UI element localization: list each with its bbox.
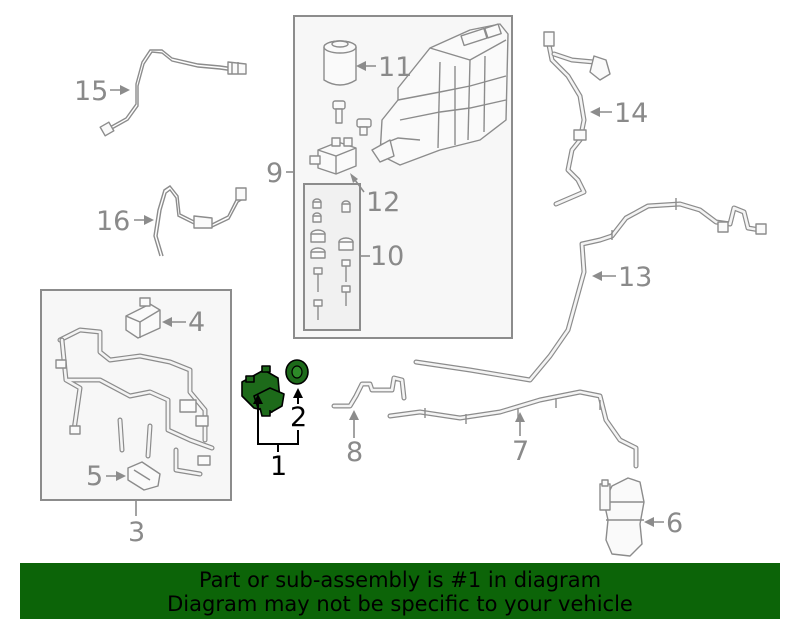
part-1-assembly[interactable] — [241, 365, 285, 417]
part-16-sensor[interactable] — [153, 185, 247, 257]
callout-13[interactable]: 13 — [618, 262, 652, 293]
part-5-connector[interactable] — [127, 461, 161, 491]
part-10-hardware[interactable] — [310, 198, 354, 320]
small-fittings — [332, 100, 372, 136]
part-13-line[interactable] — [413, 198, 767, 383]
part-2-seal[interactable] — [285, 359, 309, 385]
part-15-sensor[interactable] — [99, 49, 247, 137]
banner-line-2: Diagram may not be specific to your vehi… — [167, 592, 633, 616]
part-3-harness[interactable] — [55, 327, 215, 477]
parts-diagram: 1 2 3 4 5 6 7 8 9 10 11 12 13 14 15 16 — [40, 15, 767, 557]
callout-4[interactable]: 4 — [188, 307, 205, 338]
info-banner: Part or sub-assembly is #1 in diagram Di… — [20, 563, 780, 619]
part-14-hose[interactable] — [543, 31, 611, 207]
callout-11[interactable]: 11 — [378, 52, 412, 83]
callout-9[interactable]: 9 — [266, 158, 283, 189]
part-7-tube[interactable] — [387, 389, 639, 469]
part-11-cap[interactable] — [323, 40, 357, 86]
callout-3[interactable]: 3 — [128, 517, 145, 548]
callout-8[interactable]: 8 — [346, 437, 363, 468]
callout-14[interactable]: 14 — [614, 98, 648, 129]
part-9-canister[interactable] — [371, 23, 509, 166]
callout-7[interactable]: 7 — [512, 436, 529, 467]
leader-lines — [106, 61, 664, 527]
banner-line-1: Part or sub-assembly is #1 in diagram — [198, 568, 602, 592]
callout-6[interactable]: 6 — [666, 508, 683, 539]
part-8-tube[interactable] — [331, 375, 407, 409]
callout-15[interactable]: 15 — [74, 76, 108, 107]
callout-10[interactable]: 10 — [370, 241, 404, 272]
callout-16[interactable]: 16 — [96, 206, 130, 237]
callout-12[interactable]: 12 — [366, 187, 400, 218]
part-12-valve[interactable] — [309, 137, 357, 175]
callout-1[interactable]: 1 — [270, 451, 287, 482]
callout-5[interactable]: 5 — [86, 461, 103, 492]
callout-2[interactable]: 2 — [290, 402, 307, 433]
part-6-reservoir[interactable] — [599, 477, 645, 557]
part-4-sensor[interactable] — [125, 297, 161, 339]
